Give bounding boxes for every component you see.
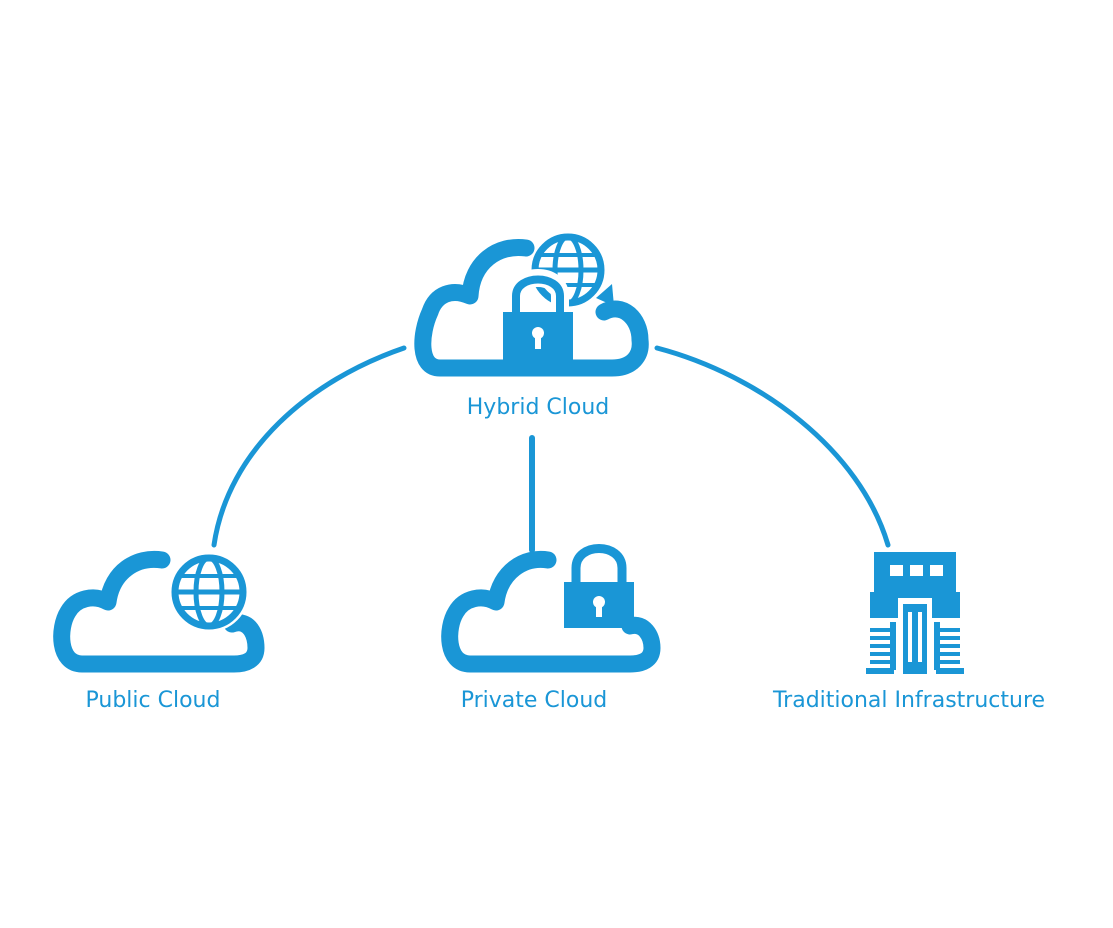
traditional-infrastructure-label: Traditional Infrastructure <box>772 688 1046 713</box>
edge-hybrid-public <box>211 345 407 548</box>
cloud-icon <box>441 550 661 673</box>
cloud-icon <box>53 550 265 673</box>
hybrid-cloud-node <box>414 232 649 377</box>
traditional-infrastructure-node <box>866 552 964 674</box>
globe-icon <box>169 552 249 632</box>
private-cloud-node <box>441 538 661 673</box>
public-cloud-node <box>53 550 265 673</box>
lock-icon <box>503 269 573 360</box>
private-cloud-label: Private Cloud <box>460 688 608 713</box>
hybrid-cloud-label: Hybrid Cloud <box>466 395 610 420</box>
server-building-icon <box>866 552 964 674</box>
lock-icon <box>564 538 634 628</box>
public-cloud-label: Public Cloud <box>85 688 221 713</box>
edge-hybrid-traditional <box>654 345 891 548</box>
cloud-icon <box>414 238 649 377</box>
